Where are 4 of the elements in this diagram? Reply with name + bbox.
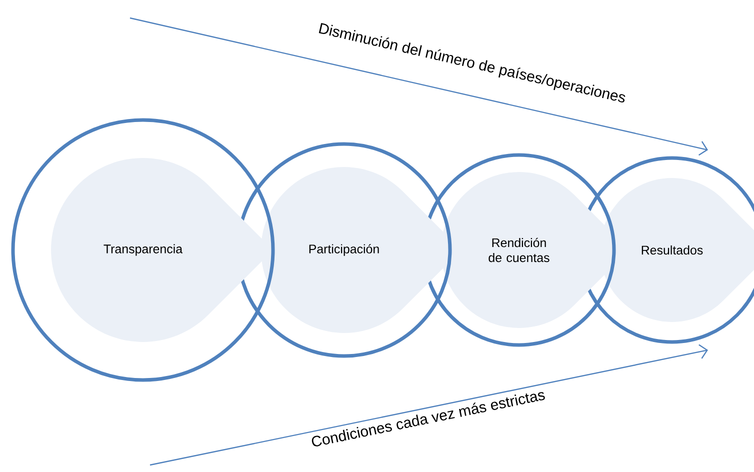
circle-node: Participación: [236, 142, 462, 358]
circle-node: Transparencia: [11, 118, 275, 382]
arrow-label: Condiciones cada vez más estrictas: [312, 392, 545, 446]
circle-node: Rendición de cuentas: [422, 153, 630, 347]
